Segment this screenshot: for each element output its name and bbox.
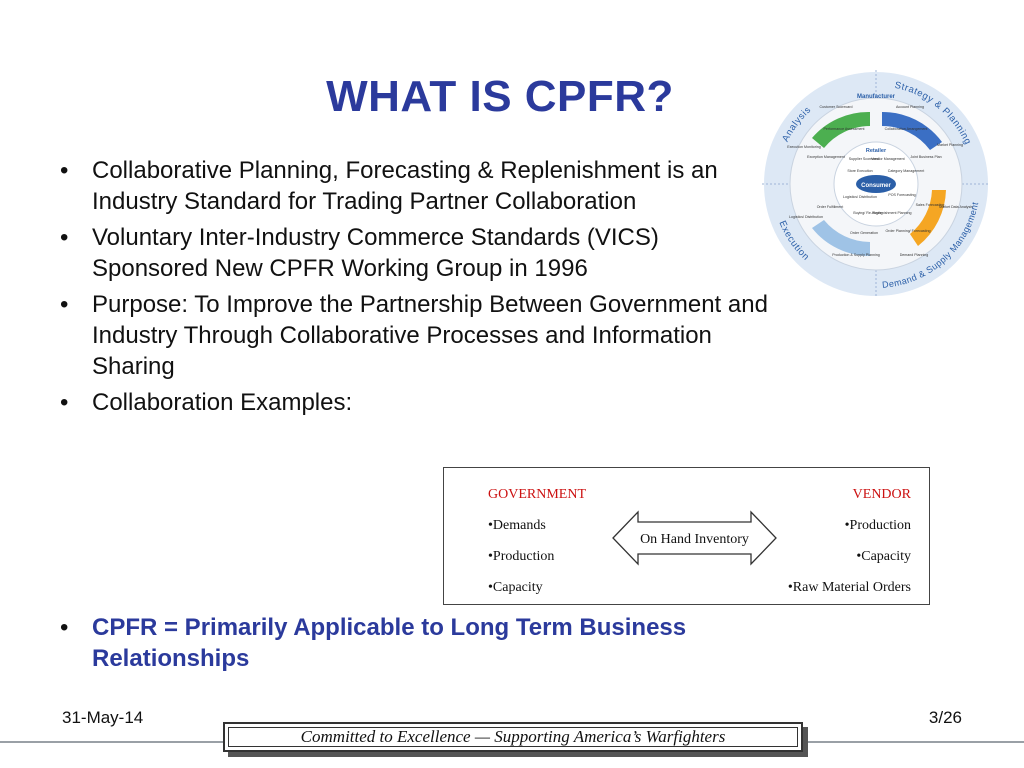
manufacturer-label: Manufacturer bbox=[857, 94, 896, 100]
highlight-bullet: • CPFR = Primarily Applicable to Long Ter… bbox=[60, 612, 760, 674]
cpfr-cycle-diagram: Consumer Manufacturer Retailer Customer … bbox=[762, 70, 990, 298]
bullet-item: • Collaborative Planning, Forecasting & R… bbox=[60, 155, 780, 217]
collaboration-examples-box: GOVERNMENT •Demands •Production •Capacit… bbox=[443, 467, 930, 605]
consumer-badge bbox=[856, 175, 896, 193]
task-label: Market Data Analysis bbox=[939, 205, 973, 209]
task-label: Store Execution bbox=[847, 169, 872, 173]
task-label: Logistics/ Distribution bbox=[789, 215, 823, 219]
task-label: Market Planning bbox=[937, 143, 963, 147]
retailer-label: Retailer bbox=[866, 148, 887, 154]
bullet-dot: • bbox=[60, 389, 69, 416]
task-label: Production & Supply Planning bbox=[832, 253, 880, 257]
task-label: Account Planning bbox=[896, 105, 924, 109]
bullet-dot: • bbox=[60, 614, 69, 641]
government-item: •Capacity bbox=[488, 580, 543, 595]
task-label: Exception Management bbox=[807, 155, 845, 159]
analysis-arrow bbox=[812, 111, 870, 148]
page-number: 3/26 bbox=[928, 708, 962, 727]
task-label: Sales Forecasting bbox=[916, 203, 945, 207]
vendor-item: •Production bbox=[844, 518, 911, 533]
government-column: GOVERNMENT •Demands •Production •Capacit… bbox=[488, 486, 586, 610]
bullet-item: • Collaboration Examples: bbox=[60, 387, 780, 418]
task-label: Joint Business Plan bbox=[910, 155, 941, 159]
task-label: Customer Scorecard bbox=[820, 105, 853, 109]
vendor-item: •Capacity bbox=[856, 549, 911, 564]
bullet-text: Collaboration Examples: bbox=[92, 389, 353, 416]
task-label: Buying/ Re-buying bbox=[853, 211, 882, 215]
on-hand-inventory-label: On Hand Inventory bbox=[640, 532, 749, 547]
task-label: Logistics/ Distribution bbox=[843, 195, 877, 199]
on-hand-inventory-arrow: On Hand Inventory bbox=[612, 510, 777, 566]
task-label: Replenishment Planning bbox=[873, 211, 912, 215]
footer-banner: Committed to Excellence — Supporting Ame… bbox=[223, 722, 803, 752]
strategy-arrow bbox=[882, 111, 942, 150]
task-label: Order Planning/ Forecasting bbox=[886, 229, 931, 233]
task-label: Order Generation bbox=[850, 231, 878, 235]
government-header: GOVERNMENT bbox=[488, 487, 586, 502]
consumer-label: Consumer bbox=[861, 183, 891, 189]
bullet-dot: • bbox=[60, 224, 69, 251]
bullet-item: • Voluntary Inter-Industry Commerce Stand… bbox=[60, 222, 780, 284]
task-label: Category Management bbox=[888, 169, 925, 173]
task-label: Vendor Management bbox=[871, 157, 904, 161]
task-label: Execution Monitoring bbox=[787, 145, 821, 149]
footer-date: 31-May-14 bbox=[62, 708, 144, 727]
bullet-text: Voluntary Inter-Industry Commerce Standa… bbox=[92, 224, 659, 282]
bullet-text: Collaborative Planning, Forecasting & Re… bbox=[92, 157, 718, 215]
demand-arrow bbox=[910, 190, 946, 246]
bullet-dot: • bbox=[60, 157, 69, 184]
task-label: POS Forecasting bbox=[888, 193, 915, 197]
bullet-list: • Collaborative Planning, Forecasting & R… bbox=[60, 155, 780, 418]
government-item: •Demands bbox=[488, 518, 546, 533]
banner-text: Committed to Excellence — Supporting Ame… bbox=[300, 727, 726, 746]
vendor-header: VENDOR bbox=[852, 487, 911, 502]
task-label: Demand Planning bbox=[900, 253, 929, 257]
task-label: Performance Assessment bbox=[824, 127, 865, 131]
bullet-dot: • bbox=[60, 291, 69, 318]
vendor-column: VENDOR •Production •Capacity •Raw Materi… bbox=[788, 486, 911, 610]
bullet-item: • Purpose: To Improve the Partnership Bet… bbox=[60, 289, 780, 382]
slide-title: WHAT IS CPFR? bbox=[326, 72, 674, 121]
vendor-item: •Raw Material Orders bbox=[787, 580, 911, 595]
banner-inner-border bbox=[228, 727, 798, 747]
bullet-text: Purpose: To Improve the Partnership Betw… bbox=[92, 291, 768, 380]
highlight-bullet-text: CPFR = Primarily Applicable to Long Term… bbox=[92, 614, 687, 672]
task-label: Supplier Scorecard bbox=[849, 157, 880, 161]
task-label: Order Fulfillment bbox=[817, 205, 844, 209]
government-item: •Production bbox=[488, 549, 555, 564]
task-label: Collaboration Arrangement bbox=[885, 127, 928, 131]
execution-arrow bbox=[812, 220, 870, 256]
